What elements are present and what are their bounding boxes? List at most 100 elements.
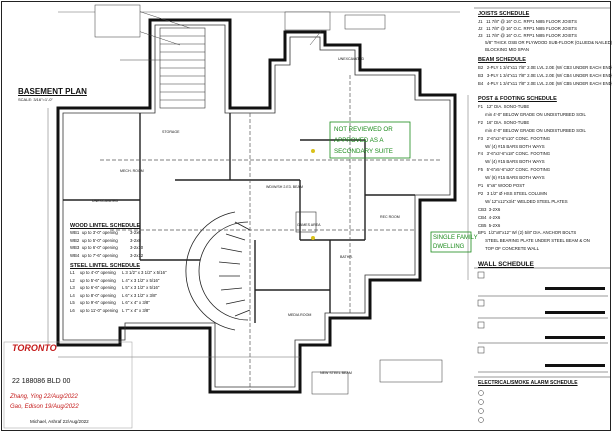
schedule-row: STEEL BEARING PLATE UNDER STEEL BEAM & O… xyxy=(478,238,590,244)
schedule-row: J2 11 7/8" @ 16" O.C. RFP1 NI85 FLOOR JO… xyxy=(478,26,578,31)
room-label: UNEXCAVATED xyxy=(92,199,119,203)
marker-dot xyxy=(311,236,315,240)
room-label: MECH. ROOM xyxy=(120,169,144,173)
schedule-row: W/ (4) #15 BARS BOTH WAYS xyxy=(478,159,545,165)
stair-top xyxy=(159,27,206,109)
single-family-box xyxy=(430,231,472,253)
wood-lintel-title: WOOD LINTEL SCHEDULE xyxy=(70,223,141,229)
room-label: MEDIA ROOM xyxy=(288,313,312,317)
room-label: STORAGE xyxy=(162,130,180,134)
lintel-cell: L6 xyxy=(70,307,75,313)
bottom-right-note-box xyxy=(379,359,443,383)
lintel-cell: L2 xyxy=(70,277,75,283)
permit-number: 22 188086 BLD 00 xyxy=(12,378,71,385)
lintel-cell: 3-2x8 xyxy=(130,237,141,243)
schedule-row: BP1 1/2"x8"x12" W/ (2) 5/8" DIA. ANCHOR … xyxy=(478,230,577,236)
wall-schedule-legend xyxy=(477,271,608,373)
schedule-row: W/ (4) #15 BARS BOTH WAYS xyxy=(478,143,545,149)
single-family-line: DWELLING xyxy=(433,244,465,250)
lintel-cell: L4 xyxy=(70,292,75,298)
schedule-row: B4 4-PLY 1 3/4"x11 7/8" 2.0E LVL 2.0E (W… xyxy=(478,81,612,86)
schedule-row: CB3 3-2X6 xyxy=(478,206,501,212)
lintel-cell: L 5" x 3 1/2" x 5/16" xyxy=(122,285,160,290)
schedule-row: F5 5'-6"x5'-6"x20" CONC. FOOTING xyxy=(478,167,551,173)
lintel-cell: L 7" x 4" x 3/8" xyxy=(122,307,150,313)
reviewer-line: Zhang, Ying 22/Aug/2022 xyxy=(10,394,78,400)
lintel-cell: L1 xyxy=(70,270,75,275)
suite-note-line: NOT REVIEWED OR xyxy=(334,126,393,133)
post-footing-schedule-title: POST & FOOTING SCHEDULE xyxy=(478,96,557,102)
lintel-cell: 3-2x6 xyxy=(130,230,141,235)
interior-walls xyxy=(63,113,415,323)
schedule-row: J1 11 7/8" @ 16" O.C. RFP1 NI85 FLOOR JO… xyxy=(478,19,578,24)
room-label: WD/W/SH 2.E3. BEAM xyxy=(266,185,303,189)
callout-boxes xyxy=(94,4,386,38)
suite-note-line: APPROVED AS A xyxy=(334,137,384,144)
permit-stamp-box xyxy=(3,341,133,429)
lintel-cell: 3-2x12 xyxy=(130,252,144,258)
room-label: BATHR. xyxy=(340,255,353,259)
lintel-cell: WB3 xyxy=(70,245,80,250)
schedule-row: W/ 12"x12"x3/4" WELDED STEEL PLATES xyxy=(478,198,568,204)
schedule-row: W/ (6) #15 BARS BOTH WAYS xyxy=(478,175,545,181)
lintel-cell: up to 7'-6" opening xyxy=(82,252,118,258)
schedule-row: P1 6"x6" WOOD POST xyxy=(478,183,525,188)
beam-schedule-title: BEAM SCHEDULE xyxy=(478,57,526,63)
schedule-row: F4 3'-6"x3'-6"x18" CONC. FOOTING xyxy=(478,151,551,157)
lintel-cell: L5 xyxy=(70,300,75,305)
single-family-line: SINGLE FAMILY xyxy=(433,235,478,241)
schedule-row: F1 12" DIA. SONO-TUBE xyxy=(478,104,530,109)
lintel-cell: WB2 xyxy=(70,237,80,243)
schedule-row: TOP OF CONCRETE WALL xyxy=(478,246,539,252)
alarm-schedule-title: ELECTRICAL/SMOKE ALARM SCHEDULE xyxy=(478,380,578,386)
exterior-wall-inner xyxy=(62,24,451,388)
lintel-cell: WB4 xyxy=(70,252,80,258)
reviewer-line: Michael, Ashraf 22/Aug/2022 xyxy=(30,419,89,424)
bottom-note-box xyxy=(311,371,349,395)
marker-dot xyxy=(311,149,315,153)
suite-note-line: SECONDARY SUITE xyxy=(334,148,393,155)
schedule-row: BLOCKING MID SPAN xyxy=(478,47,530,52)
wall-schedule-bars xyxy=(545,287,605,367)
schedule-row: B3 3-PLY 1 3/4"x11 7/8" 2.0E LVL 2.0E (W… xyxy=(478,73,612,78)
beam-annotation: NEW STEEL BEAM xyxy=(320,371,352,375)
room-label: UNEXCAVATED xyxy=(338,57,365,61)
lintel-cell: up to 11'-0" opening xyxy=(80,307,118,313)
lintel-cell: L 6" x 4" x 3/8" xyxy=(122,300,150,305)
lintel-cell: up to 5'-0" opening xyxy=(82,237,118,243)
lintel-cell: L3 xyxy=(70,285,75,290)
lintel-cell: up to 4'-0" opening xyxy=(80,270,116,275)
lintel-cell: up to 9'-6" opening xyxy=(80,300,116,305)
schedule-row: CB4 4-2X6 xyxy=(478,214,501,220)
room-label: REC ROOM xyxy=(380,215,400,219)
schedule-row: P2 3 1/2" Ø HSS STEEL COLUMN xyxy=(478,190,547,196)
beams xyxy=(100,75,440,390)
lintel-cell: up to 8'-0" opening xyxy=(80,292,116,298)
lintel-cell: 3-2x10 xyxy=(130,245,144,250)
suite-note-box xyxy=(329,121,411,159)
schedule-row: 5/8" THICK OSB OR PLYWOOD SUB-FLOOR (GLU… xyxy=(478,40,612,45)
lintel-cell: up to 6'-0" opening xyxy=(82,245,118,250)
schedule-row: J3 11 7/8" @ 16" O.C. RFP1 NI85 FLOOR JO… xyxy=(478,33,578,38)
lintel-cell: up to 3'-0" opening xyxy=(82,230,118,235)
lintel-cell: up to 5'-6" opening xyxy=(80,277,116,283)
lintel-cell: L 3 1/2" x 3 1/2" x 5/16" xyxy=(122,270,167,275)
room-label: GAMES AREA xyxy=(297,223,321,227)
wall-schedule-title: WALL SCHEDULE xyxy=(478,261,534,268)
reviewer-line: Gao, Edison 19/Aug/2022 xyxy=(10,404,79,410)
joists-schedule-title: JOISTS SCHEDULE xyxy=(478,11,530,17)
steel-lintel-title: STEEL LINTEL SCHEDULE xyxy=(70,263,141,269)
schedule-dividers xyxy=(474,7,610,378)
lintel-cell: L 6" x 3 1/2" x 3/8" xyxy=(122,292,157,298)
schedule-row: min 4'-0" BELOW GRADE ON UNDISTURBED SOI… xyxy=(478,111,586,117)
schedule-row: CB5 5-2X6 xyxy=(478,222,501,228)
schedule-row: F3 2'-6"x2'-6"x10" CONC. FOOTING xyxy=(478,135,551,141)
schedule-row: F2 16" DIA. SONO-TUBE xyxy=(478,119,530,125)
stamp-city: TORONTO xyxy=(12,343,57,353)
schedule-row: min 4'-0" BELOW GRADE ON UNDISTURBED SOI… xyxy=(478,127,586,133)
plan-scale: SCALE: 3/16"=1'-0" xyxy=(18,97,53,102)
schedule-row: B2 2-PLY 1 3/4"x11 7/8" 2.0E LVL 2.0E (W… xyxy=(478,65,612,70)
callout-leaders xyxy=(120,9,331,61)
